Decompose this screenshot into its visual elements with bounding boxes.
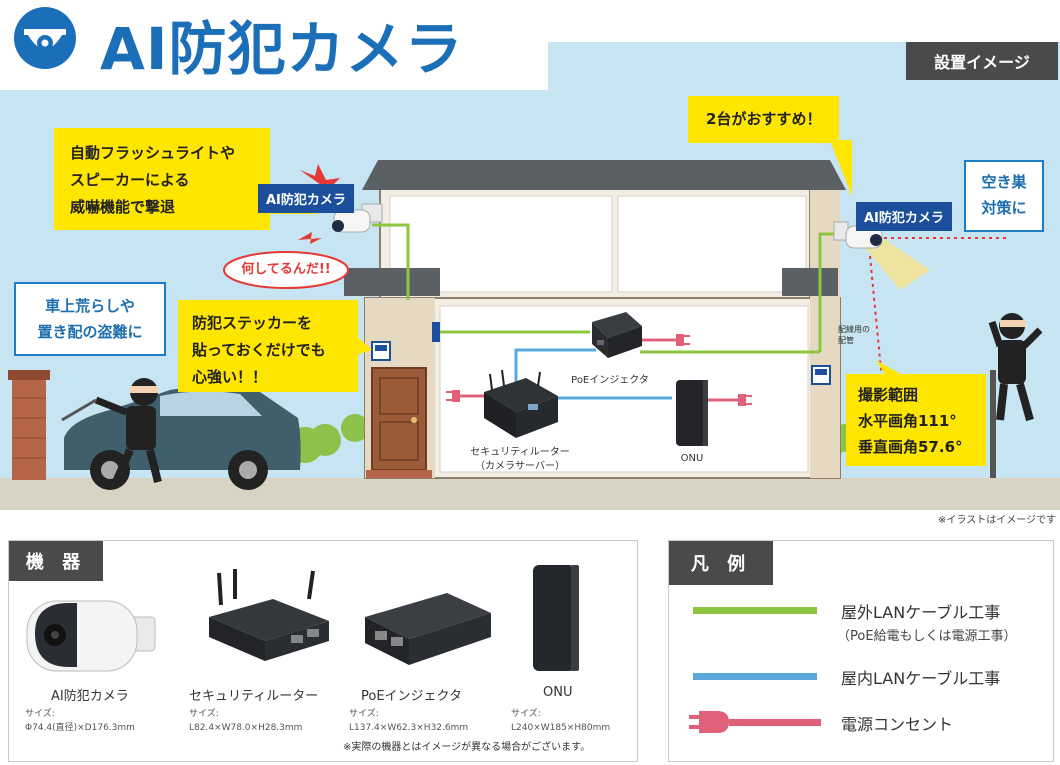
device-poe-injector-image — [365, 593, 491, 665]
callout-capture-range: 撮影範囲 水平画角111° 垂直画角57.6° — [846, 374, 986, 466]
installation-scene: AI防犯カメラ 設置イメージ 2台がおすすめ！ 自動フラッシュライトや スピーカ… — [0, 0, 1060, 510]
security-router-illustration — [484, 369, 558, 438]
camera-right-illustration — [833, 221, 930, 290]
legend-label-indoor-lan: 屋内LANケーブル工事 — [841, 669, 1001, 688]
flash-burst-icon — [300, 164, 340, 190]
power-plug-poe — [640, 334, 690, 346]
device-name-camera: AI防犯カメラ — [51, 689, 129, 704]
device-camera-image — [26, 600, 156, 672]
main-roof — [362, 160, 846, 190]
shout-bubble — [223, 251, 349, 289]
thief-right-illustration — [988, 313, 1043, 478]
callout-recommend-two: 2台がおすすめ！ — [688, 96, 840, 143]
legend-label-power: 電源コンセント — [841, 715, 954, 734]
legend-label-outdoor-lan: 屋外LANケーブル工事 — [841, 603, 1001, 622]
illustration-note: ※イラストはイメージです — [938, 515, 1056, 526]
label-security-router: セキュリティルーター （カメラサーバー） — [470, 447, 570, 472]
eave-left — [344, 268, 440, 296]
camera-left-illustration — [332, 203, 383, 233]
device-spec-poe: サイズ:L137.4×W62.3×H32.6mm — [349, 709, 469, 733]
outdoor-lan-cable-left — [372, 223, 410, 300]
page-title: AI防犯カメラ — [100, 15, 464, 83]
legend-heading: 凡 例 — [669, 541, 773, 585]
indoor-lan-cable — [514, 348, 596, 385]
thief-left-illustration — [61, 378, 162, 484]
label-onu: ONU — [680, 453, 704, 464]
devices-heading: 機 器 — [9, 541, 103, 581]
front-door — [366, 367, 432, 478]
tag-car-theft: 車上荒らしや 置き配の盗難に — [14, 282, 166, 356]
device-router-image — [209, 569, 329, 661]
label-poe-injector: PoEインジェクタ — [571, 375, 649, 386]
camera-label-right: AI防犯カメラ — [856, 202, 952, 231]
device-name-router: セキュリティルーター — [189, 689, 319, 704]
device-name-poe: PoEインジェクタ — [361, 689, 463, 704]
device-spec-camera: サイズ:Φ74.4(直径)×D176.3mm — [25, 709, 135, 733]
legend-panel: 凡 例 屋外LANケーブル工事 （PoE給電もしくは電源工事） 屋内LANケーブ… — [668, 540, 1054, 762]
device-spec-router: サイズ:L82.4×W78.0×H28.3mm — [189, 709, 303, 733]
camera-label-left: AI防犯カメラ — [258, 184, 354, 213]
installation-image-badge: 設置イメージ — [906, 42, 1058, 80]
tag-burglary: 空き巣 対策に — [964, 160, 1044, 232]
onu-illustration — [676, 380, 708, 446]
device-spec-onu: サイズ:L240×W185×H80mm — [511, 709, 611, 733]
scene-illustration — [0, 42, 1060, 510]
brick-pillar — [8, 370, 50, 480]
shout-text: 何してるんだ!! — [241, 262, 331, 277]
legend-sublabel-outdoor-lan: （PoE給電もしくは電源工事） — [837, 629, 1017, 644]
device-name-onu: ONU — [543, 685, 573, 700]
power-plug-onu — [708, 394, 752, 406]
legend-swatch-outdoor-lan — [693, 607, 817, 614]
callout-sticker: 防犯ステッカーを 貼っておくだけでも 心強い！！ — [178, 300, 358, 392]
legend-power-plug-icon — [689, 711, 821, 733]
poe-injector-illustration — [592, 312, 642, 358]
label-conduit: 配線用の 配管 — [838, 325, 870, 345]
device-onu-image — [533, 565, 579, 671]
security-camera-icon — [14, 7, 76, 69]
legend-swatch-indoor-lan — [693, 673, 817, 680]
eave-right — [782, 268, 838, 296]
ground — [0, 478, 1060, 510]
callout-flash-deterrent: 自動フラッシュライトや スピーカーによる 威嚇機能で撃退 — [54, 128, 270, 230]
devices-panel: 機 器 AI防犯カメラ サイズ:Φ74.4(直径)×D176.3mm セキュリテ… — [8, 540, 638, 762]
devices-note: ※実際の機器とはイメージが異なる場合がございます。 — [343, 742, 591, 753]
header-bar: AI防犯カメラ — [0, 0, 548, 90]
